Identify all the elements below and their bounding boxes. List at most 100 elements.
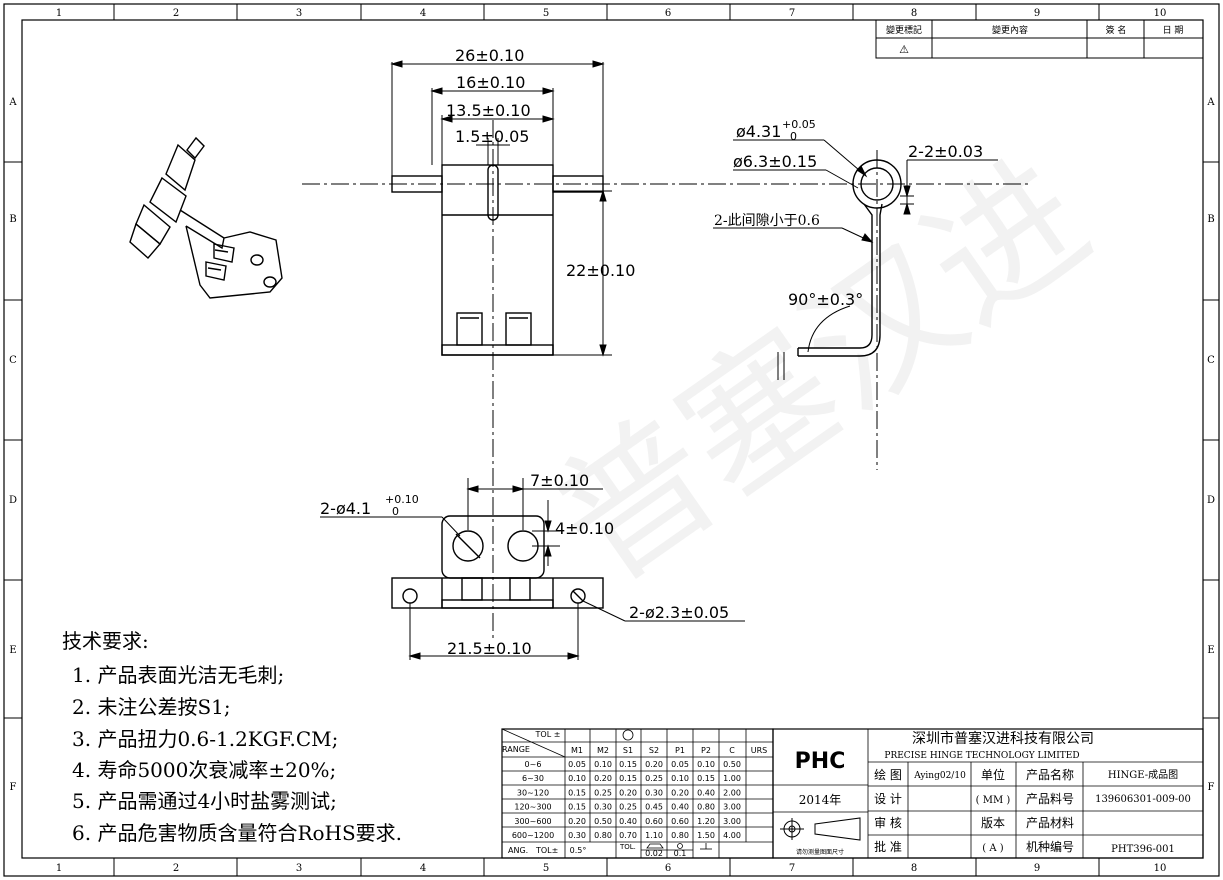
isometric-view (129, 136, 283, 299)
row-label: C (1207, 355, 1215, 366)
revision-mark-icon: ⚠ (899, 43, 909, 56)
tol-value-cell: 0.50 (723, 760, 741, 769)
dim-2-2: 2-2±0.03 (908, 142, 983, 161)
position-icon (677, 843, 683, 849)
watermark: 普塞汉进 (527, 128, 1118, 615)
review-label: 审 核 (874, 815, 902, 830)
tol-value-cell: 0.10 (594, 760, 612, 769)
tol-value-cell: 0.20 (645, 760, 663, 769)
tol-header: P1 (675, 746, 685, 755)
row-label: A (1206, 97, 1215, 108)
tol-value-cell: 0.20 (594, 774, 612, 783)
col-label: 4 (420, 863, 426, 874)
tol-value-cell: 2.00 (723, 788, 741, 797)
tol-value-cell: 0.50 (594, 817, 612, 826)
col-label: 4 (420, 8, 426, 19)
col-label: 10 (1154, 863, 1167, 874)
model-label: 机种编号 (1026, 839, 1074, 854)
tech-req-item: 6. 产品危害物质含量符合RoHS要求. (72, 821, 402, 845)
company-logo: PHC (795, 749, 846, 774)
tol-value-cell: 0.30 (645, 788, 663, 797)
dim-16: 16±0.10 (456, 73, 525, 92)
dim-22: 22±0.10 (566, 261, 635, 280)
tol-value-cell: 0.15 (697, 774, 715, 783)
tech-req-item: 2. 未注公差按S1; (72, 695, 231, 719)
tol-value-cell: 4.00 (723, 831, 741, 840)
side-view (742, 150, 1030, 470)
dim-26: 26±0.10 (455, 46, 524, 65)
tol-value-cell: 0.15 (568, 788, 586, 797)
dim-7: 7±0.10 (530, 471, 589, 490)
tol-value-cell: 0.25 (619, 803, 637, 812)
tech-requirements: 技术要求: 1. 产品表面光洁无毛刺; 2. 未注公差按S1; 3. 产品扭力0… (62, 629, 402, 845)
drawing-year: 2014年 (799, 793, 842, 807)
projection-symbol-icon (780, 817, 861, 841)
row-label: B (9, 214, 16, 225)
tol-value-cell: 0.10 (568, 774, 586, 783)
tol-range-cell: 600~1200 (512, 831, 554, 840)
tol-value-cell: 0.30 (568, 831, 586, 840)
tol-value-cell: 0.20 (619, 788, 637, 797)
bottom-dimensions (320, 478, 745, 660)
dim-dia-6-3: ø6.3±0.15 (733, 152, 817, 171)
tol-value-cell: 0.15 (568, 803, 586, 812)
dim-13-5: 13.5±0.10 (446, 101, 531, 120)
tol-value-cell: 0.20 (671, 788, 689, 797)
product-name-value: HINGE-成品图 (1108, 769, 1178, 781)
col-label: 8 (911, 8, 917, 19)
dim-dia-4-1-tol-upper: +0.10 (385, 493, 419, 506)
col-label: 3 (296, 8, 302, 19)
col-label: 3 (296, 863, 302, 874)
side-dim-labels: ø4.31 +0.05 0 ø6.3±0.15 2-2±0.03 2-此间隙小于… (714, 118, 983, 309)
rev-header-content: 變更內容 (992, 24, 1028, 36)
front-dim-labels: 26±0.10 16±0.10 13.5±0.10 1.5±0.05 22±0.… (446, 46, 635, 280)
company-name-en: PRECISE HINGE TECHNOLOGY LIMITED (884, 751, 1079, 761)
flatness-value: 0.02 (645, 849, 663, 858)
tol-value-cell: 0.10 (697, 760, 715, 769)
model-value: PHT396-001 (1111, 844, 1175, 855)
tol-value-cell: 0.05 (568, 760, 586, 769)
tol-value-cell: 3.00 (723, 803, 741, 812)
rev-header-date: 日 期 (1163, 25, 1184, 36)
unit-value: ( MM ) (976, 795, 1011, 806)
bottom-view (391, 515, 604, 609)
col-label: 10 (1154, 8, 1167, 19)
col-label: 6 (665, 863, 671, 874)
drawn-label: 绘 图 (874, 767, 902, 782)
tol-value-cell: 1.00 (723, 774, 741, 783)
row-label: F (10, 782, 17, 793)
side-dimensions (713, 139, 998, 380)
tol-range-cell: 0~6 (525, 760, 542, 769)
tol-value-cell: 0.40 (697, 788, 715, 797)
tol-range-label: RANGE (502, 745, 530, 754)
company-name-cn: 深圳市普塞汉进科技有限公司 (912, 730, 1094, 747)
tech-req-item: 1. 产品表面光洁无毛刺; (72, 663, 284, 687)
row-label: D (1207, 495, 1215, 506)
grid-labels: 1 2 3 4 5 6 7 8 9 10 1 2 3 4 5 6 7 8 9 1… (8, 8, 1215, 874)
col-label: 9 (1034, 8, 1040, 19)
ang-value: 0.5° (570, 846, 587, 855)
tol-value-cell: 0.30 (594, 803, 612, 812)
gap-note: 2-此间隙小于0.6 (714, 213, 820, 229)
tol-value-cell: 1.10 (645, 831, 663, 840)
tech-req-item: 4. 寿命5000次衰减率±20%; (72, 758, 336, 782)
tol-header: S2 (649, 746, 659, 755)
dim-4: 4±0.10 (555, 519, 614, 538)
col-label: 7 (789, 8, 795, 19)
row-label: E (9, 645, 16, 656)
position-value: 0.1 (674, 849, 687, 858)
row-label: D (9, 495, 17, 506)
tol-header: URS (751, 746, 768, 755)
col-label: 2 (173, 8, 179, 19)
tol-corner-label: TOL ± (535, 730, 561, 739)
tol-value-cell: 0.25 (594, 788, 612, 797)
col-label: 1 (56, 863, 62, 874)
row-label: C (9, 355, 17, 366)
rev-header-mark: 變更標記 (886, 24, 922, 36)
col-label: 9 (1034, 863, 1040, 874)
tol-range-cell: 120~300 (514, 803, 551, 812)
product-name-label: 产品名称 (1026, 767, 1074, 782)
tol-header: S1 (623, 746, 633, 755)
ang-tol: TOL± (535, 846, 558, 855)
